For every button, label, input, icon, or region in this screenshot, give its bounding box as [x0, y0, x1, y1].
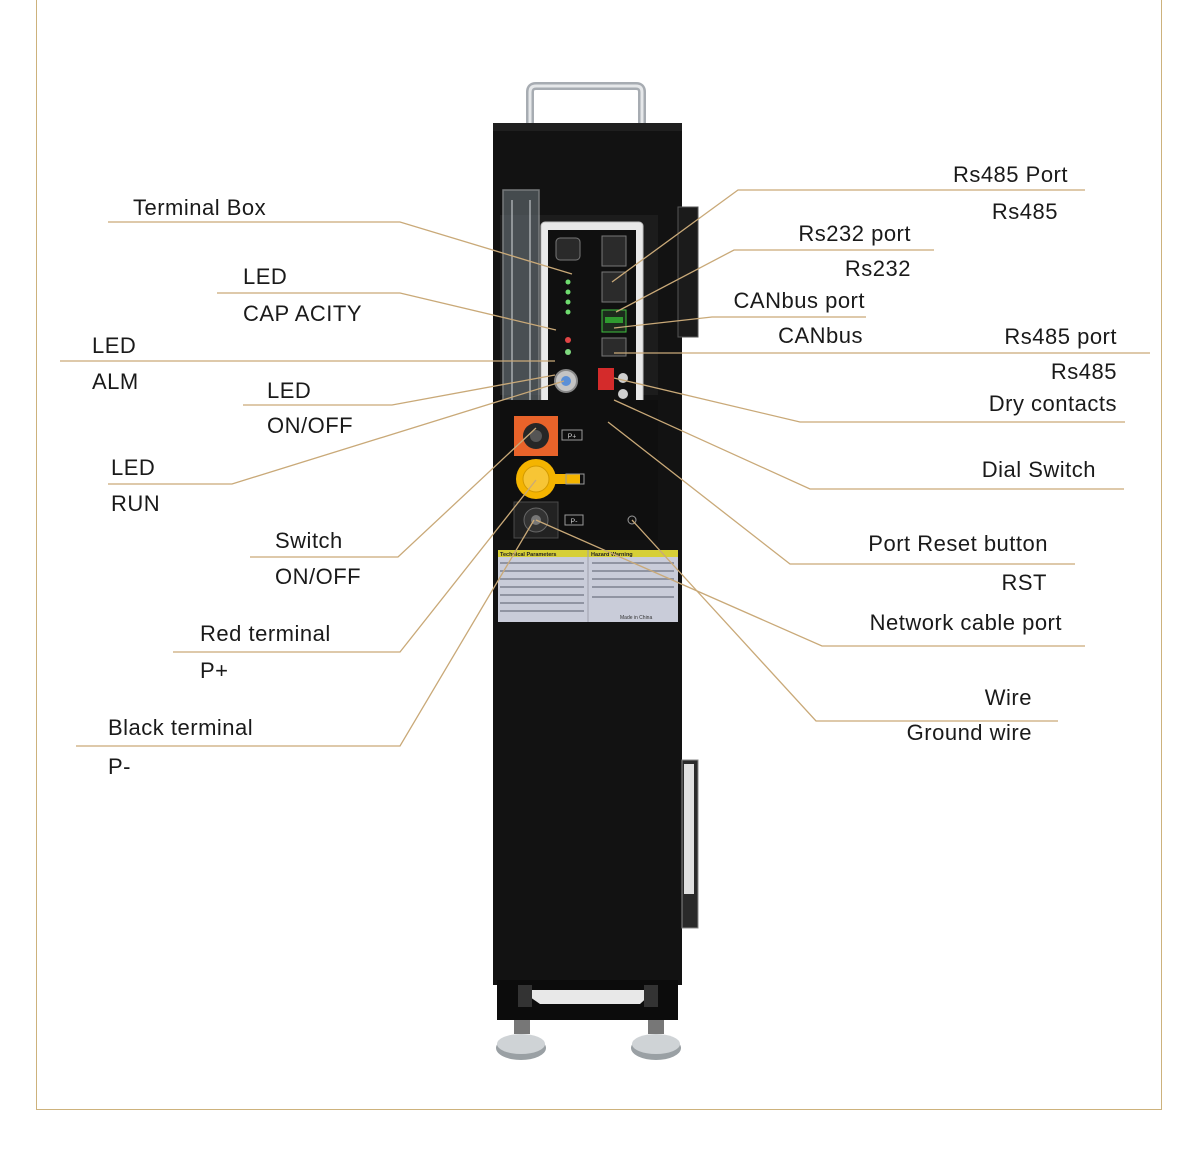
- label-rs232-port-sub: Rs232: [844, 256, 911, 281]
- leader-port-reset: [607, 421, 1075, 565]
- feet: [496, 1020, 681, 1060]
- rs485-port-2-icon: [601, 337, 627, 357]
- label-network-cable-port: Network cable port: [869, 610, 1062, 635]
- label-red-terminal-sub: P+: [200, 658, 229, 683]
- leader-red-terminal: [173, 479, 537, 653]
- leader-led-capacity: [217, 292, 557, 331]
- leader-black-terminal: [76, 519, 535, 747]
- led-column: [555, 237, 581, 355]
- leader-wire: [631, 519, 1058, 722]
- leader-led-onoff: [243, 374, 556, 406]
- dial-switch-icon: [598, 368, 614, 390]
- label-wire-title: Wire: [984, 685, 1032, 710]
- leader-canbus-port: [613, 316, 866, 329]
- gold-frame: [36, 0, 1162, 1110]
- leader-terminal-box: [108, 221, 573, 275]
- on-off-switch-icon[interactable]: [516, 459, 580, 499]
- ground-symbol-icon: [627, 515, 637, 525]
- label-canbus-port-title: CANbus port: [733, 288, 865, 313]
- label-switch-title: Switch: [275, 528, 343, 553]
- leader-dial-switch: [613, 399, 1124, 490]
- label-red-terminal-title: Red terminal: [200, 621, 331, 646]
- label-black-terminal-sub: P-: [108, 754, 131, 779]
- label-led-alm-sub: ALM: [92, 369, 139, 394]
- label-wire-sub: Ground wire: [906, 720, 1032, 745]
- label-dial-switch: Dial Switch: [981, 457, 1096, 482]
- label-black-terminal-title: Black terminal: [108, 715, 254, 740]
- label-led-run-title: LED: [111, 455, 156, 480]
- label-port-reset-title: Port Reset button: [868, 531, 1048, 556]
- nameplate-left-title: Technical Parameters: [500, 552, 556, 558]
- label-rs232-port-title: Rs232 port: [798, 221, 911, 246]
- leader-dry-contacts: [613, 377, 1125, 423]
- label-led-capacity-sub: CAP ACITY: [243, 301, 363, 326]
- label-led-capacity-title: LED: [243, 264, 288, 289]
- label-rs485-port-1-sub: Rs485: [991, 199, 1058, 224]
- label-port-reset-sub: RST: [1001, 570, 1047, 595]
- leader-switch: [250, 427, 537, 558]
- label-switch-sub: ON/OFF: [275, 564, 362, 589]
- panel-label-p-minus: P-: [571, 519, 579, 526]
- rs232-port-icon: [601, 271, 627, 303]
- panel-label-p-plus: P+: [568, 434, 577, 441]
- label-dry-contacts: Dry contacts: [988, 391, 1117, 416]
- leader-network-cable: [535, 519, 1085, 647]
- leader-rs232-port: [615, 249, 934, 313]
- label-led-alm-title: LED: [92, 333, 137, 358]
- label-canbus-port-sub: CANbus: [778, 323, 863, 348]
- nameplate-made-in: Made in China: [620, 615, 652, 621]
- leader-rs485-port-1: [611, 189, 1085, 283]
- carry-handle: [526, 82, 646, 124]
- label-rs485-port-2-title: Rs485 port: [1004, 324, 1117, 349]
- rs485-port-1-icon: [601, 235, 627, 267]
- leader-led-run: [108, 380, 565, 485]
- nameplate: Technical Parameters Hazard Warning Made…: [498, 550, 678, 622]
- label-rs485-port-2-sub: Rs485: [1050, 359, 1117, 384]
- nameplate-right-title: Hazard Warning: [591, 552, 633, 558]
- label-led-onoff-title: LED: [267, 378, 312, 403]
- label-led-onoff-sub: ON/OFF: [267, 413, 354, 438]
- label-terminal-box: Terminal Box: [133, 195, 267, 220]
- label-rs485-port-1-title: Rs485 Port: [952, 162, 1068, 187]
- label-led-run-sub: RUN: [111, 491, 161, 516]
